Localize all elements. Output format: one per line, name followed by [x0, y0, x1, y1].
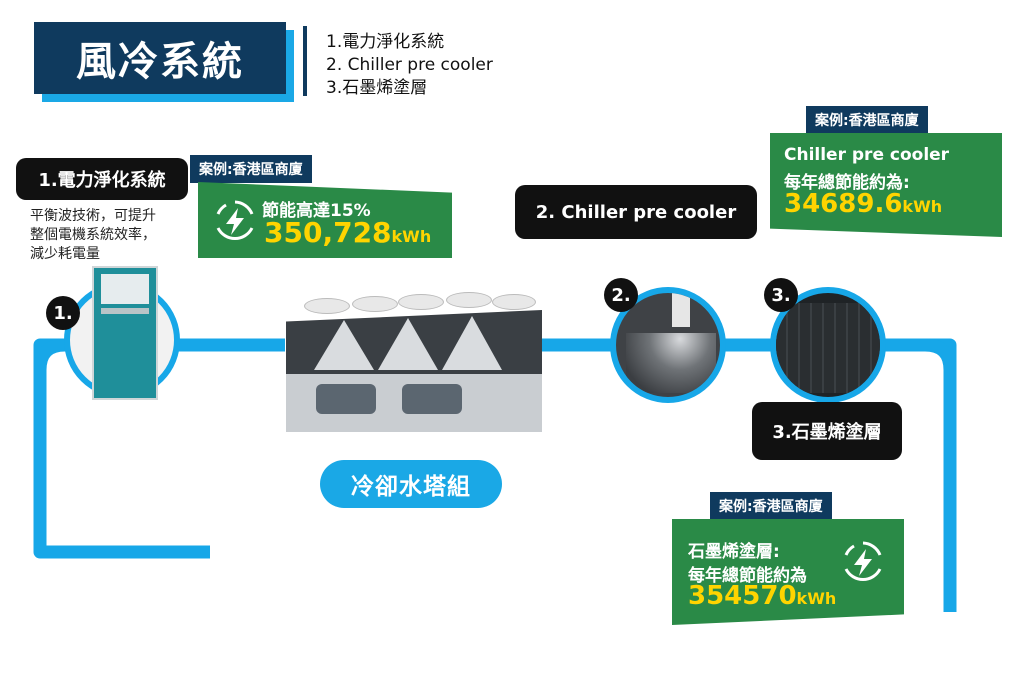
section2-saving-value-row: 34689.6kWh [784, 189, 942, 219]
section3-line1: 石墨烯塗層: [688, 542, 780, 562]
section3-saving-panel: 石墨烯塗層: 每年總節能約為 354570kWh [672, 519, 904, 625]
section2-line1: Chiller pre cooler [784, 145, 950, 165]
section1-saving-value-row: 350,728kWh [264, 216, 431, 249]
section1-case-tag: 案例:香港區商廈 [190, 155, 312, 183]
chiller-unit-image [286, 292, 542, 434]
section3-saving-value: 354570 [688, 581, 797, 611]
energy-saving-icon [844, 541, 882, 582]
section1-saving-line: 節能高達15% [262, 201, 371, 221]
toc-item: 2. Chiller pre cooler [326, 55, 493, 75]
section1-label: 1.電力淨化系統 [16, 158, 188, 200]
section1-saving-value: 350,728 [264, 216, 392, 249]
table-of-contents: 1.電力淨化系統 2. Chiller pre cooler 3.石墨烯塗層 [326, 31, 493, 100]
section3-badge: 3. [764, 278, 798, 312]
section2-saving-panel: Chiller pre cooler 每年總節能約為: 34689.6kWh [770, 133, 1002, 237]
graphene-coating-circle [770, 287, 886, 403]
description-line: 減少耗電量 [30, 246, 100, 262]
section2-saving-unit: kWh [902, 197, 943, 216]
title-box: 風冷系統 [34, 22, 286, 94]
section2-label: 2. Chiller pre cooler [515, 185, 757, 239]
section1-saving-panel: 節能高達15% 350,728kWh [198, 182, 452, 258]
section1-badge: 1. [46, 296, 80, 330]
section2-saving-value: 34689.6 [784, 189, 903, 219]
section3-saving-value-row: 354570kWh [688, 581, 836, 611]
energy-saving-icon [216, 200, 254, 241]
section3-label: 3.石墨烯塗層 [752, 402, 902, 460]
toc-item: 3.石墨烯塗層 [326, 78, 428, 98]
description-line: 整個電機系統效率， [30, 227, 156, 243]
section2-badge: 2. [604, 278, 638, 312]
page-title: 風冷系統 [76, 39, 244, 85]
toc-item: 1.電力淨化系統 [326, 32, 445, 52]
section3-saving-unit: kWh [796, 589, 837, 608]
cooling-tower-label: 冷卻水塔組 [320, 460, 502, 508]
section2-line2: 每年總節能約為: [784, 173, 910, 193]
section1-saving-unit: kWh [391, 227, 432, 246]
section3-line2: 每年總節能約為 [688, 566, 807, 586]
section2-case-tag: 案例:香港區商廈 [806, 106, 928, 134]
description-line: 平衡波技術，可提升 [30, 208, 156, 224]
power-cabinet-image [92, 266, 158, 400]
section1-description: 平衡波技術，可提升 整個電機系統效率， 減少耗電量 [30, 207, 156, 264]
title-divider [303, 26, 307, 96]
section3-case-tag: 案例:香港區商廈 [710, 492, 832, 520]
